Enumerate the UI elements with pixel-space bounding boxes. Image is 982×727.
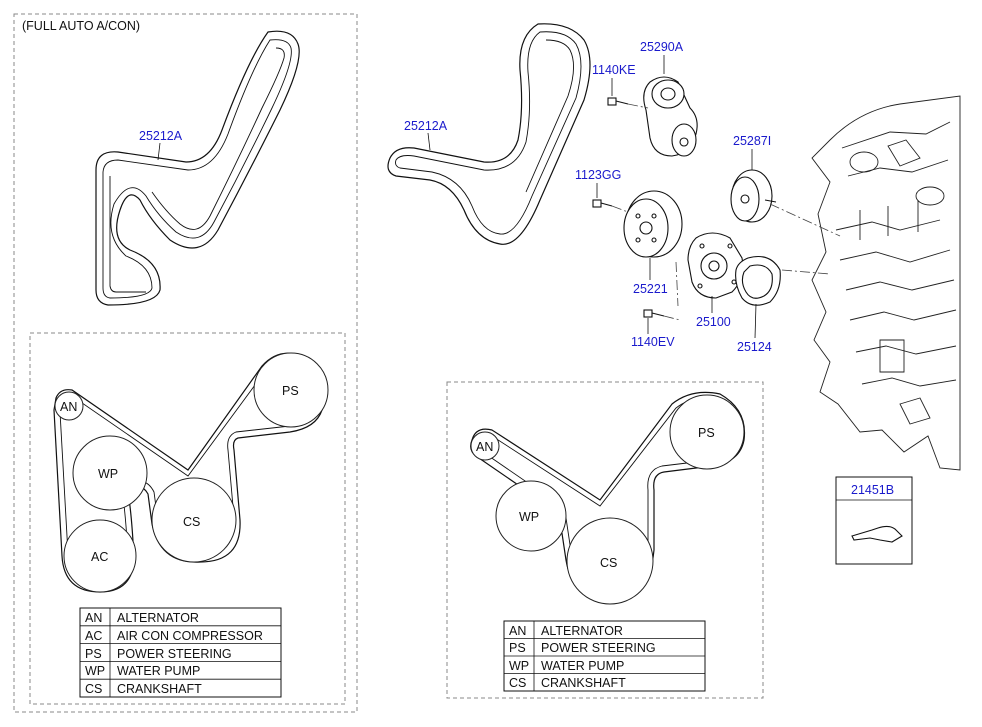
right-legend-name: CRANKSHAFT <box>541 676 626 690</box>
pump-bolt-part-label[interactable]: 1140EV <box>631 335 675 349</box>
tensioner-bolt-part-label[interactable]: 1140KE <box>592 63 636 77</box>
engine-block-drawing <box>811 95 961 471</box>
left-legend-name: ALTERNATOR <box>117 611 199 625</box>
idler-part-label[interactable]: 25287I <box>733 134 771 148</box>
right-wp-label: WP <box>519 510 539 524</box>
pump-bolt <box>643 261 681 321</box>
left-layout-frame <box>29 332 346 705</box>
right-legend-table: AN ALTERNATOR PS POWER STEERING WP WATER… <box>503 620 706 692</box>
tensioner-part-label[interactable]: 25290A <box>640 40 684 54</box>
left-panel-frame <box>13 13 358 713</box>
idler-bolt <box>592 199 629 213</box>
water-pump-pulley <box>623 190 683 258</box>
right-legend-name: WATER PUMP <box>541 659 624 673</box>
left-legend-code: AN <box>85 611 102 625</box>
left-legend-name: POWER STEERING <box>117 647 232 661</box>
right-legend-code: PS <box>509 641 526 655</box>
sealant-box <box>835 476 913 565</box>
right-belt-part-label[interactable]: 25212A <box>404 119 448 133</box>
right-ps-label: PS <box>698 426 715 440</box>
left-power-steering-pulley <box>253 352 329 428</box>
left-legend-code: CS <box>85 682 102 696</box>
tensioner-bolt <box>607 97 649 109</box>
left-alternator-pulley <box>54 391 84 421</box>
right-legend-name: POWER STEERING <box>541 641 656 655</box>
right-legend-name: ALTERNATOR <box>541 624 623 638</box>
right-layout-frame <box>446 381 764 699</box>
sealant-part-label[interactable]: 21451B <box>851 483 894 497</box>
right-alternator-pulley <box>470 431 500 461</box>
pump-mount-line <box>781 269 831 275</box>
pulley-part-label[interactable]: 25221 <box>633 282 668 296</box>
left-crankshaft-pulley <box>151 477 237 563</box>
idler-bolt-part-label[interactable]: 1123GG <box>575 168 621 182</box>
left-an-label: AN <box>60 400 77 414</box>
right-an-label: AN <box>476 440 493 454</box>
right-belt-leader <box>427 132 431 151</box>
left-legend-code: AC <box>85 629 102 643</box>
idler-mount-line <box>769 203 841 237</box>
right-cs-label: CS <box>600 556 617 570</box>
left-water-pump-pulley <box>72 435 148 511</box>
left-belt-part-label[interactable]: 25212A <box>139 129 183 143</box>
left-legend-code: WP <box>85 664 105 678</box>
right-power-steering-pulley <box>669 394 745 470</box>
right-belt-drawing <box>387 23 591 245</box>
left-panel-title: (FULL AUTO A/CON) <box>22 19 140 33</box>
right-legend-code: WP <box>509 659 529 673</box>
left-cs-label: CS <box>183 515 200 529</box>
left-wp-label: WP <box>98 467 118 481</box>
pump-gasket <box>735 255 781 306</box>
gasket-leader <box>754 303 757 339</box>
left-legend-code: PS <box>85 647 102 661</box>
right-legend-code: CS <box>509 676 526 690</box>
left-belt-drawing <box>95 30 300 306</box>
left-ac-label: AC <box>91 550 108 564</box>
left-legend-table: AN ALTERNATOR AC AIR CON COMPRESSOR PS P… <box>79 607 282 698</box>
water-pump <box>687 232 744 299</box>
left-ps-label: PS <box>282 384 299 398</box>
gasket-part-label[interactable]: 25124 <box>737 340 772 354</box>
right-water-pump-pulley <box>495 480 567 552</box>
pump-part-label[interactable]: 25100 <box>696 315 731 329</box>
idler-pulley <box>730 169 777 223</box>
right-legend-code: AN <box>509 624 526 638</box>
left-ac-compressor-pulley <box>63 519 137 593</box>
tensioner-assembly <box>643 76 698 157</box>
left-legend-name: CRANKSHAFT <box>117 682 202 696</box>
left-legend-name: AIR CON COMPRESSOR <box>117 629 263 643</box>
left-legend-name: WATER PUMP <box>117 664 200 678</box>
left-belt-leader <box>157 142 161 161</box>
right-crankshaft-pulley <box>566 517 654 605</box>
